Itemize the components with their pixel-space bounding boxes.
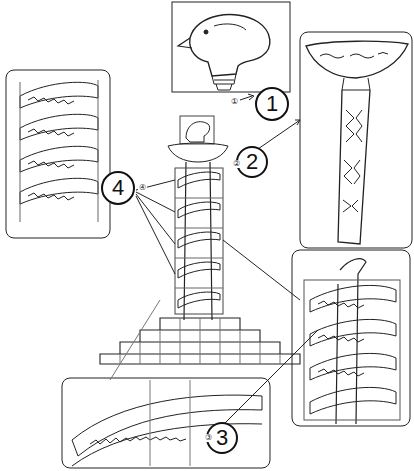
callout-number: 4 bbox=[112, 177, 124, 199]
callout-number: 2 bbox=[246, 151, 258, 173]
callout-number: 3 bbox=[216, 427, 228, 449]
small-callout: ② bbox=[232, 160, 241, 168]
callout-circle: 1 bbox=[255, 87, 289, 121]
small-callout: ① bbox=[230, 98, 239, 106]
small-callout: ④ bbox=[138, 184, 147, 192]
callout-number: 1 bbox=[266, 93, 278, 115]
callout-circle: 4 bbox=[101, 171, 135, 205]
small-callout: ③ bbox=[204, 434, 213, 442]
